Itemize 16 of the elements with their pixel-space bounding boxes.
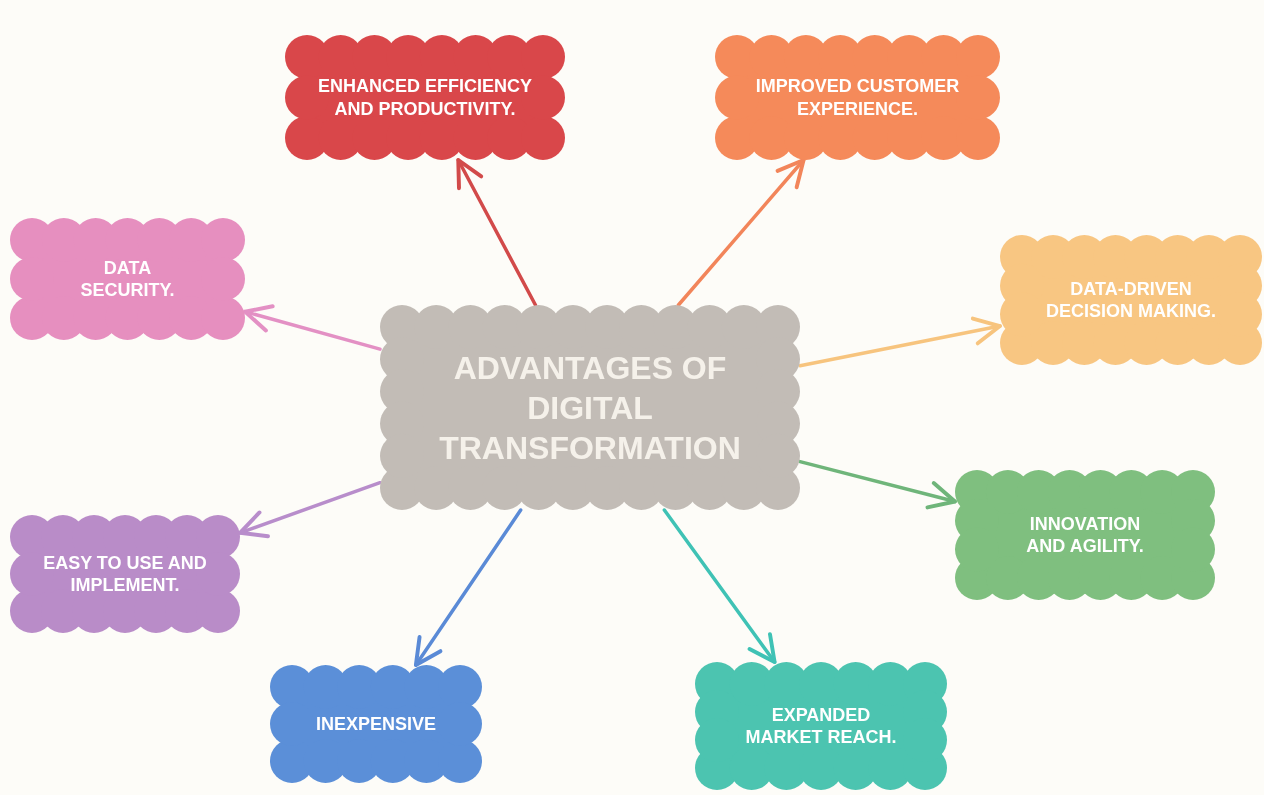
arrow [798,459,957,510]
arrow [798,316,1002,368]
cloud-label: ENHANCED EFFICIENCY AND PRODUCTIVITY. [317,75,533,120]
arrow [662,508,777,664]
arrow [676,158,806,307]
arrow [243,304,382,351]
cloud-label: EASY TO USE AND IMPLEMENT. [42,551,208,597]
arrow [238,480,382,539]
cloud-label: INEXPENSIVE [315,712,436,736]
arrow [413,508,523,667]
cloud-label: IMPROVED CUSTOMER EXPERIENCE. [754,75,961,120]
cloud-label: EXPANDED MARKET REACH. [744,703,898,749]
cloud-label: DATA-DRIVEN DECISION MAKING. [1045,277,1217,323]
cloud-label: INNOVATION AND AGILITY. [1025,512,1145,558]
arrow [456,158,538,307]
cloud-label: DATA SECURITY. [79,256,176,302]
